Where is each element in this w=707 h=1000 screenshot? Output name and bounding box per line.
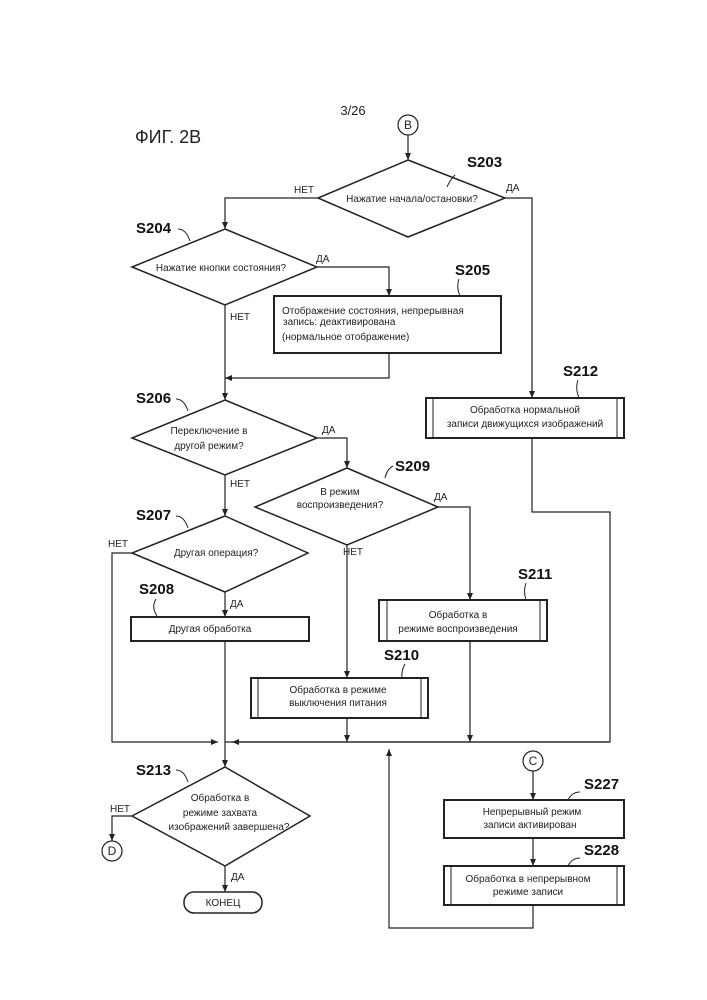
subprocess-s211: Обработка в режиме воспроизведения S211: [379, 566, 552, 641]
svg-text:Обработка в режиме: Обработка в режиме: [289, 684, 386, 696]
svg-text:D: D: [108, 844, 117, 858]
svg-text:Обработка нормальной: Обработка нормальной: [470, 404, 580, 416]
svg-text:Обработка в: Обработка в: [429, 609, 488, 621]
svg-text:режиме записи: режиме записи: [493, 887, 563, 898]
decision-s204: Нажатие кнопки состояния? S204: [132, 220, 317, 305]
step-label: S213: [136, 762, 171, 779]
svg-text:записи движущихся изображений: записи движущихся изображений: [447, 418, 603, 430]
step-label: S206: [136, 390, 171, 407]
decision-s206: Переключение в другой режим? S206: [132, 390, 317, 475]
svg-text:B: B: [404, 118, 412, 132]
branch-no: НЕТ: [110, 804, 130, 815]
svg-text:(нормальное отображение): (нормальное отображение): [282, 331, 409, 343]
svg-text:воспроизведения?: воспроизведения?: [297, 500, 384, 511]
svg-text:Нажатие начала/остановки?: Нажатие начала/остановки?: [346, 194, 478, 205]
step-label: S227: [584, 776, 619, 793]
svg-text:В режим: В режим: [320, 487, 360, 498]
figure-title: ФИГ. 2В: [135, 127, 201, 147]
svg-text:Непрерывный режим: Непрерывный режим: [483, 807, 582, 818]
step-label: S208: [139, 581, 174, 598]
svg-text:Другая обработка: Другая обработка: [169, 623, 252, 635]
subprocess-s228: Обработка в непрерывном режиме записи S2…: [444, 842, 624, 905]
branch-yes: ДА: [231, 872, 245, 883]
branch-yes: ДА: [434, 492, 448, 503]
svg-text:Другая операция?: Другая операция?: [174, 548, 259, 559]
step-label: S209: [395, 458, 430, 475]
svg-text:другой режим?: другой режим?: [174, 441, 244, 452]
branch-yes: ДА: [322, 425, 336, 436]
process-s205: Отображение состояния, непрерывная запис…: [274, 262, 501, 353]
branch-no: НЕТ: [230, 479, 250, 490]
connector-d: D: [102, 841, 122, 861]
step-label: S205: [455, 262, 490, 279]
svg-text:Обработка в: Обработка в: [191, 792, 250, 804]
svg-text:режиме захвата: режиме захвата: [183, 808, 258, 819]
subprocess-s210: Обработка в режиме выключения питания S2…: [251, 647, 428, 718]
svg-text:Нажатие кнопки состояния?: Нажатие кнопки состояния?: [156, 263, 287, 274]
terminator-end: КОНЕЦ: [184, 892, 262, 913]
connector-c: C: [523, 751, 543, 771]
connector-b: B: [398, 115, 418, 135]
svg-text:Переключение в: Переключение в: [170, 426, 247, 437]
process-s227: Непрерывный режим записи активирован S22…: [444, 776, 624, 838]
subprocess-s212: Обработка нормальной записи движущихся и…: [426, 363, 624, 438]
svg-text:КОНЕЦ: КОНЕЦ: [206, 898, 241, 909]
step-label: S211: [518, 566, 552, 583]
step-label: S228: [584, 842, 619, 859]
branch-no: НЕТ: [343, 547, 363, 558]
svg-text:Отображение состояния, непреры: Отображение состояния, непрерывная: [282, 305, 464, 317]
branch-yes: ДА: [506, 183, 520, 194]
decision-s203: Нажатие начала/остановки? S203: [318, 154, 505, 237]
decision-s209: В режим воспроизведения? S209: [255, 458, 438, 545]
svg-text:запись: деактивирована: запись: деактивирована: [283, 317, 396, 328]
svg-text:C: C: [529, 754, 538, 768]
branch-no: НЕТ: [230, 312, 250, 323]
step-label: S212: [563, 363, 598, 380]
svg-text:режиме воспроизведения: режиме воспроизведения: [398, 624, 517, 635]
step-label: S203: [467, 154, 502, 171]
branch-yes: ДА: [316, 254, 330, 265]
page-number: 3/26: [340, 103, 365, 118]
decision-s213: Обработка в режиме захвата изображений з…: [132, 762, 310, 866]
branch-yes: ДА: [230, 599, 244, 610]
decision-s207: Другая операция? S207: [132, 507, 308, 592]
svg-text:записи активирован: записи активирован: [483, 820, 576, 831]
step-label: S207: [136, 507, 171, 524]
svg-text:изображений завершена?: изображений завершена?: [169, 821, 290, 833]
step-label: S210: [384, 647, 419, 664]
branch-no: НЕТ: [108, 539, 128, 550]
svg-text:Обработка в непрерывном: Обработка в непрерывном: [466, 873, 591, 885]
branch-no: НЕТ: [294, 185, 314, 196]
svg-text:выключения питания: выключения питания: [289, 698, 387, 709]
step-label: S204: [136, 220, 172, 237]
